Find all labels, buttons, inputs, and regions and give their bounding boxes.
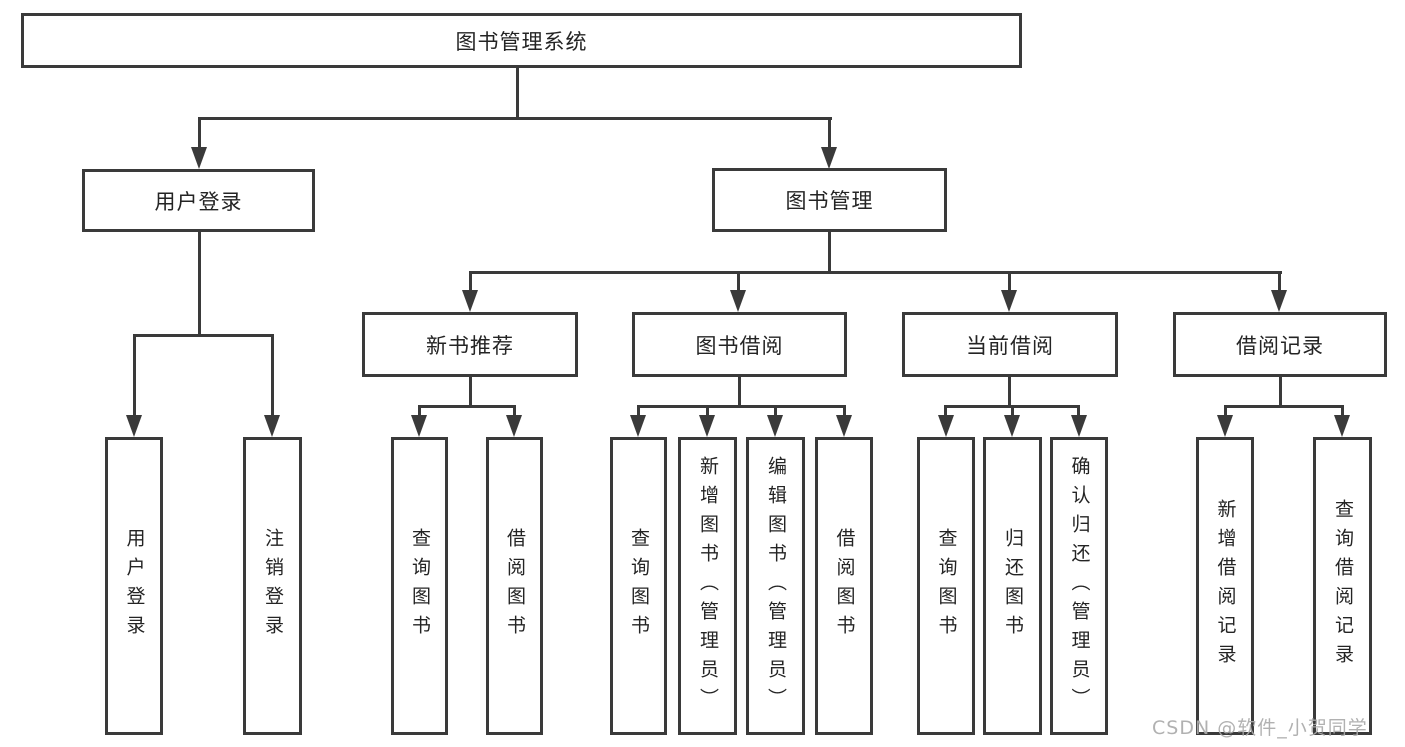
connector-line — [1279, 377, 1282, 408]
arrowhead-down-icon — [1271, 290, 1287, 312]
node-root-label: 图书管理系统 — [455, 29, 588, 54]
leaf-add-borrow-record: 新增借阅记录 — [1196, 437, 1254, 735]
node-new-book-recommend-label: 新书推荐 — [426, 333, 514, 358]
connector-line — [198, 232, 201, 337]
connector-line — [828, 117, 831, 149]
leaf-edit-books-admin: 编辑图书（管理员） — [746, 437, 805, 735]
node-new-book-recommend: 新书推荐 — [362, 312, 578, 377]
leaf-borrow-books-label: 借阅图书 — [833, 528, 856, 644]
connector-line — [1011, 405, 1014, 417]
arrowhead-down-icon — [126, 415, 142, 437]
connector-line — [1008, 271, 1011, 291]
node-book-management-label: 图书管理 — [785, 189, 874, 213]
arrowhead-down-icon — [836, 415, 852, 437]
arrowhead-down-icon — [264, 415, 280, 437]
node-book-management: 图书管理 — [712, 168, 947, 232]
connector-line — [828, 232, 831, 274]
arrowhead-down-icon — [462, 290, 478, 312]
leaf-edit-books-admin-label: 编辑图书（管理员） — [765, 455, 787, 717]
connector-line — [469, 377, 472, 408]
leaf-logout-label: 注销登录 — [262, 528, 284, 644]
node-book-borrow: 图书借阅 — [632, 312, 847, 377]
connector-line — [637, 405, 846, 408]
leaf-add-books-admin-label: 新增图书（管理员） — [697, 455, 719, 717]
connector-line — [513, 405, 516, 417]
arrowhead-down-icon — [821, 147, 837, 169]
node-user-login-label: 用户登录 — [154, 189, 243, 214]
node-user-login: 用户登录 — [82, 169, 315, 232]
leaf-query-borrow-record: 查询借阅记录 — [1313, 437, 1372, 735]
connector-line — [1224, 405, 1344, 408]
arrowhead-down-icon — [1071, 415, 1087, 437]
arrowhead-down-icon — [506, 415, 522, 437]
connector-line — [133, 334, 136, 417]
arrowhead-down-icon — [938, 415, 954, 437]
connector-line — [418, 405, 516, 408]
arrowhead-down-icon — [1217, 415, 1233, 437]
connector-line — [1341, 405, 1344, 417]
leaf-current-query-books-label: 查询图书 — [935, 528, 958, 644]
connector-line — [516, 68, 519, 119]
connector-line — [469, 271, 1282, 274]
arrowhead-down-icon — [1004, 415, 1020, 437]
arrowhead-down-icon — [411, 415, 427, 437]
leaf-borrow-query-books-label: 查询图书 — [628, 528, 650, 644]
arrowhead-down-icon — [1001, 290, 1017, 312]
node-current-borrow-label: 当前借阅 — [966, 333, 1054, 358]
leaf-recommend-query-books-label: 查询图书 — [409, 528, 431, 644]
arrowhead-down-icon — [630, 415, 646, 437]
node-current-borrow: 当前借阅 — [902, 312, 1118, 377]
leaf-user-login: 用户登录 — [105, 437, 163, 735]
connector-line — [738, 377, 741, 408]
connector-line — [1224, 405, 1227, 417]
leaf-return-books: 归还图书 — [983, 437, 1042, 735]
arrowhead-down-icon — [767, 415, 783, 437]
connector-line — [469, 271, 472, 291]
arrowhead-down-icon — [730, 290, 746, 312]
node-root: 图书管理系统 — [21, 13, 1022, 68]
connector-line — [1077, 405, 1080, 417]
leaf-query-borrow-record-label: 查询借阅记录 — [1332, 499, 1354, 673]
node-borrow-records-label: 借阅记录 — [1236, 333, 1324, 358]
leaf-current-query-books: 查询图书 — [917, 437, 975, 735]
leaf-add-books-admin: 新增图书（管理员） — [678, 437, 737, 735]
connector-line — [418, 405, 421, 417]
leaf-user-login-label: 用户登录 — [123, 528, 146, 644]
connector-line — [637, 405, 640, 417]
leaf-confirm-return-admin: 确认归还（管理员） — [1050, 437, 1108, 735]
node-book-borrow-label: 图书借阅 — [695, 333, 784, 358]
connector-line — [198, 117, 201, 149]
leaf-recommend-borrow-books-label: 借阅图书 — [504, 528, 526, 644]
leaf-confirm-return-admin-label: 确认归还（管理员） — [1068, 455, 1091, 717]
connector-line — [271, 334, 274, 417]
leaf-borrow-query-books: 查询图书 — [610, 437, 667, 735]
connector-line — [944, 405, 947, 417]
connector-line — [133, 334, 274, 337]
connector-line — [843, 405, 846, 417]
arrowhead-down-icon — [699, 415, 715, 437]
leaf-add-borrow-record-label: 新增借阅记录 — [1214, 499, 1237, 673]
connector-line — [198, 117, 832, 120]
leaf-recommend-query-books: 查询图书 — [391, 437, 448, 735]
connector-line — [1278, 271, 1281, 291]
leaf-logout: 注销登录 — [243, 437, 302, 735]
connector-line — [706, 405, 709, 417]
node-borrow-records: 借阅记录 — [1173, 312, 1387, 377]
csdn-watermark: CSDN @软件_小贺同学 — [1152, 717, 1368, 739]
connector-line — [774, 405, 777, 417]
leaf-return-books-label: 归还图书 — [1002, 528, 1024, 644]
arrowhead-down-icon — [1334, 415, 1350, 437]
leaf-recommend-borrow-books: 借阅图书 — [486, 437, 543, 735]
arrowhead-down-icon — [191, 147, 207, 169]
connector-line — [1008, 377, 1011, 408]
connector-line — [737, 271, 740, 291]
leaf-borrow-books: 借阅图书 — [815, 437, 873, 735]
